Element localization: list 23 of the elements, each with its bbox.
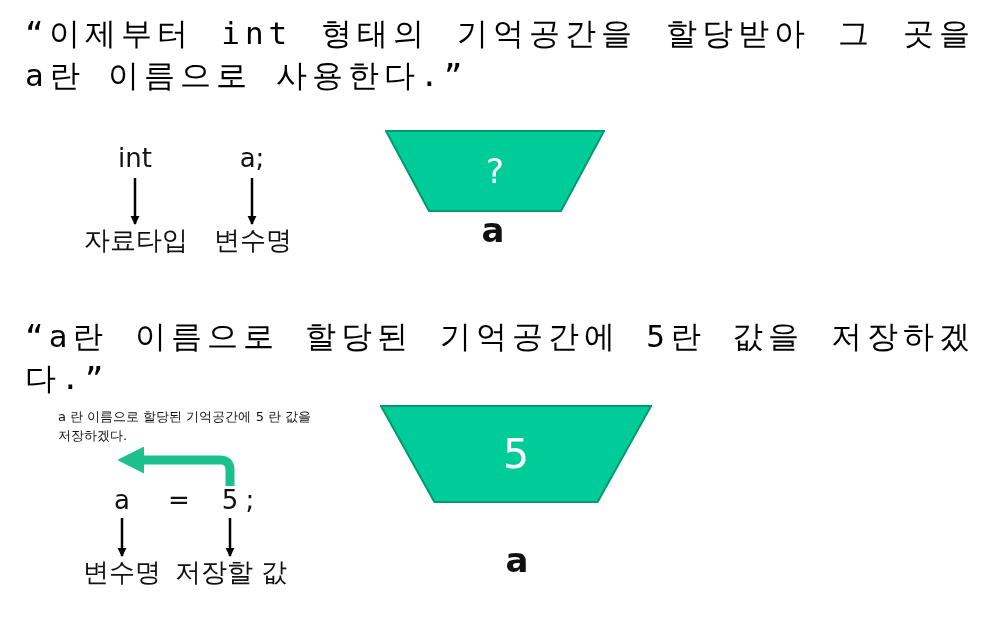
quote-text: “이제부터 int 형태의 기억공간을 할당받아 그 곳을 a란 이름으로 사용한다.” (25, 14, 975, 95)
semicolon: ; (244, 486, 256, 515)
arrow (225, 518, 235, 557)
variable-name: a; (227, 144, 277, 176)
cell-name: a (504, 542, 530, 580)
cell-value: ? (486, 151, 504, 191)
code-keyword: int (105, 144, 165, 176)
arrow (117, 518, 127, 557)
name-caption: 변수명 (200, 226, 305, 262)
note-text: a 란 이름으로 할당된 기억공간에 5 란 값을 저장하겠다. (58, 408, 313, 445)
memory-cell (380, 405, 652, 503)
cell-value: 5 (502, 430, 530, 478)
operator: = (167, 486, 191, 515)
type-caption: 자료타입 (68, 226, 203, 262)
value-literal: 5 (216, 486, 244, 516)
name-caption: 변수명 (77, 558, 167, 592)
memory-cell (385, 130, 605, 212)
arrow (247, 178, 257, 225)
variable-name: a (108, 486, 136, 516)
value-caption: 저장할 값 (175, 558, 285, 592)
cell-name: a (480, 212, 506, 250)
arrow (130, 178, 140, 225)
quote-text: “a란 이름으로 할당된 기억공간에 5란 값을 저장하겠다.” (25, 317, 975, 398)
